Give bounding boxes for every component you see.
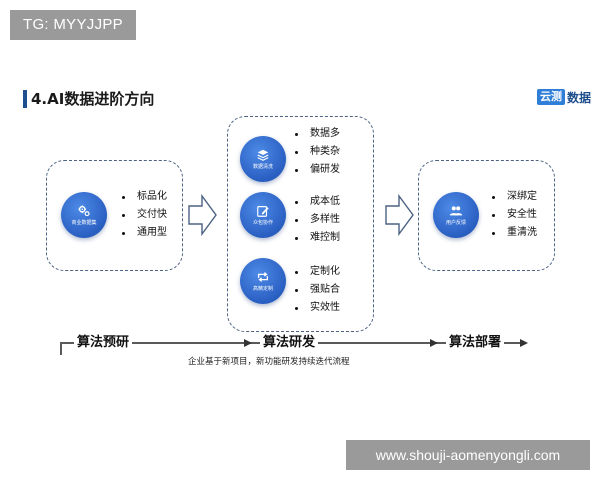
list-item: 成本低 bbox=[292, 193, 340, 211]
flow-note: 企业基于新项目，新功能研发持续迭代流程 bbox=[188, 357, 350, 367]
brand-logo: 云测 数据 bbox=[537, 88, 591, 106]
data-cleaning-list: 数据多 种类杂 偏研发 bbox=[292, 125, 340, 179]
brand-logo-text: 数据 bbox=[567, 90, 592, 105]
custom-precision-node: 高精定制 bbox=[240, 258, 286, 304]
arrow-right-icon bbox=[188, 194, 217, 236]
list-item: 数据多 bbox=[292, 125, 340, 143]
flow-start-tick bbox=[60, 342, 62, 355]
list-item: 实效性 bbox=[292, 299, 340, 317]
user-feedback-node: 用户反馈 bbox=[433, 192, 479, 238]
list-item: 通用型 bbox=[119, 224, 167, 242]
data-process-panel: 数据清洗 数据多 种类杂 偏研发 众包协作 成本低 多样性 难控制 高精定制 定… bbox=[227, 116, 374, 332]
user-feedback-list: 深绑定 安全性 重清洗 bbox=[489, 188, 537, 242]
refresh-icon bbox=[257, 272, 269, 282]
commercial-dataset-panel: 商业数据集 标品化 交付快 通用型 bbox=[46, 160, 183, 271]
data-cleaning-label: 数据清洗 bbox=[252, 164, 273, 170]
brand-logo-box: 云测 bbox=[537, 89, 565, 105]
slide-title: 4.AI数据进阶方向 bbox=[31, 90, 155, 108]
crowdsourcing-list: 成本低 多样性 难控制 bbox=[292, 193, 340, 247]
crowdsourcing-node: 众包协作 bbox=[240, 192, 286, 238]
flow-arrowhead-icon bbox=[430, 339, 438, 347]
flow-arrowhead-icon bbox=[244, 339, 252, 347]
stage-deployment: 算法部署 bbox=[446, 334, 505, 352]
custom-precision-list: 定制化 强贴合 实效性 bbox=[292, 263, 340, 317]
stage-development: 算法研发 bbox=[260, 334, 319, 352]
list-item: 标品化 bbox=[119, 188, 167, 206]
user-feedback-label: 用户反馈 bbox=[445, 220, 466, 226]
list-item: 交付快 bbox=[119, 206, 167, 224]
watermark-bottom: www.shouji-aomenyongli.com bbox=[346, 440, 590, 470]
user-feedback-panel: 用户反馈 深绑定 安全性 重清洗 bbox=[418, 160, 555, 271]
data-cleaning-node: 数据清洗 bbox=[240, 136, 286, 182]
users-icon bbox=[449, 206, 463, 216]
list-item: 安全性 bbox=[489, 206, 537, 224]
layers-icon bbox=[257, 149, 269, 161]
commercial-dataset-label: 商业数据集 bbox=[71, 220, 97, 226]
edit-icon bbox=[257, 206, 269, 217]
title-accent-bar bbox=[23, 90, 27, 108]
list-item: 偏研发 bbox=[292, 161, 340, 179]
list-item: 种类杂 bbox=[292, 143, 340, 161]
list-item: 难控制 bbox=[292, 229, 340, 247]
custom-precision-label: 高精定制 bbox=[252, 286, 273, 292]
commercial-dataset-node: 商业数据集 bbox=[61, 192, 107, 238]
list-item: 多样性 bbox=[292, 211, 340, 229]
crowdsourcing-label: 众包协作 bbox=[252, 220, 273, 226]
stage-research: 算法预研 bbox=[74, 334, 133, 352]
list-item: 强贴合 bbox=[292, 281, 340, 299]
arrow-right-icon bbox=[385, 194, 414, 236]
list-item: 重清洗 bbox=[489, 224, 537, 242]
list-item: 定制化 bbox=[292, 263, 340, 281]
gears-icon bbox=[78, 205, 90, 217]
watermark-top: TG: MYYJJPP bbox=[10, 10, 136, 40]
flow-arrowhead-icon bbox=[520, 339, 528, 347]
commercial-dataset-list: 标品化 交付快 通用型 bbox=[119, 188, 167, 242]
list-item: 深绑定 bbox=[489, 188, 537, 206]
